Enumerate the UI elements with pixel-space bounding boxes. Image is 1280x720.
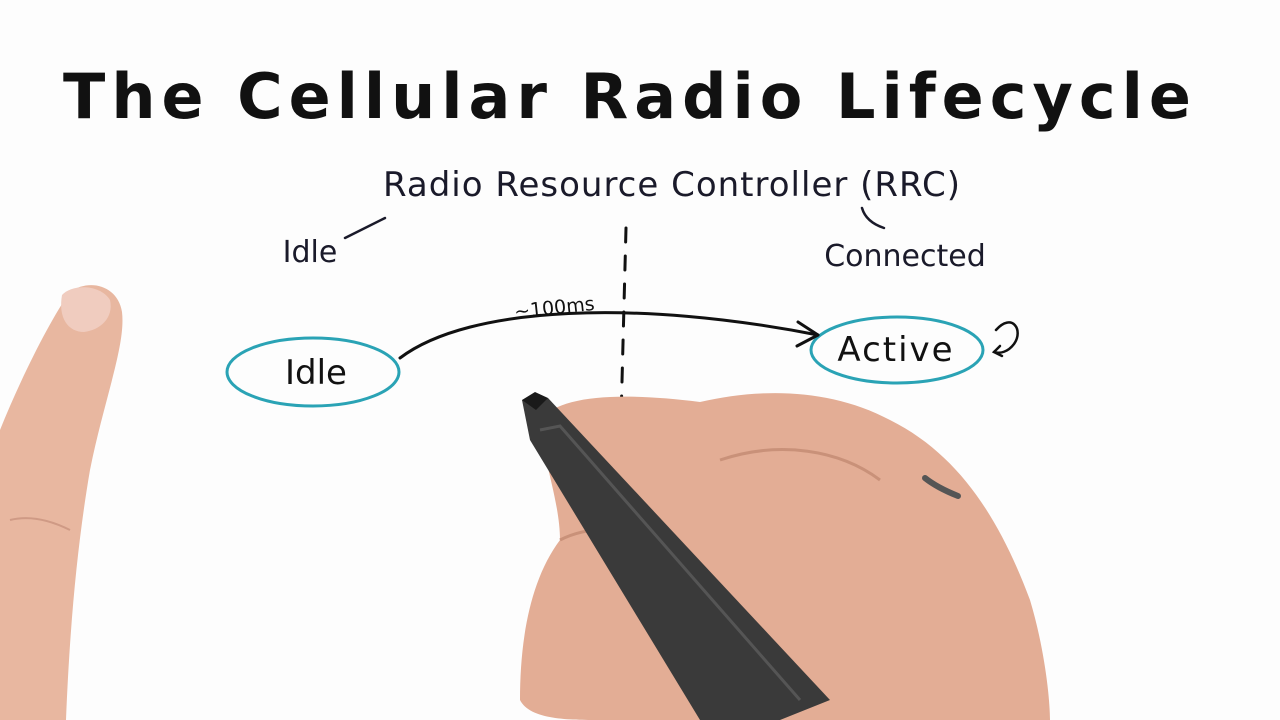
active-self-loop-arrowhead <box>991 344 1004 358</box>
diagram-subtitle: Radio Resource Controller (RRC) <box>383 165 961 205</box>
presenter-writing-hand <box>520 392 1050 720</box>
branch-label-connected: Connected <box>824 239 986 274</box>
branch-label-idle: Idle <box>283 235 338 270</box>
state-active-ellipse <box>809 315 985 385</box>
branch-stroke-left <box>343 216 387 240</box>
diagram-title: The Cellular Radio Lifecycle <box>63 60 1197 133</box>
state-idle-ellipse <box>225 336 401 408</box>
transition-arrow-idle-to-active <box>398 311 820 360</box>
state-idle-label: Idle <box>285 353 347 393</box>
presenter-pointing-hand <box>0 285 123 720</box>
state-active-label: Active <box>837 330 954 370</box>
transition-arrowhead <box>795 320 820 348</box>
transition-label: ~100ms <box>513 293 595 323</box>
branch-stroke-right <box>860 206 886 230</box>
active-self-loop-arrow <box>992 321 1019 354</box>
